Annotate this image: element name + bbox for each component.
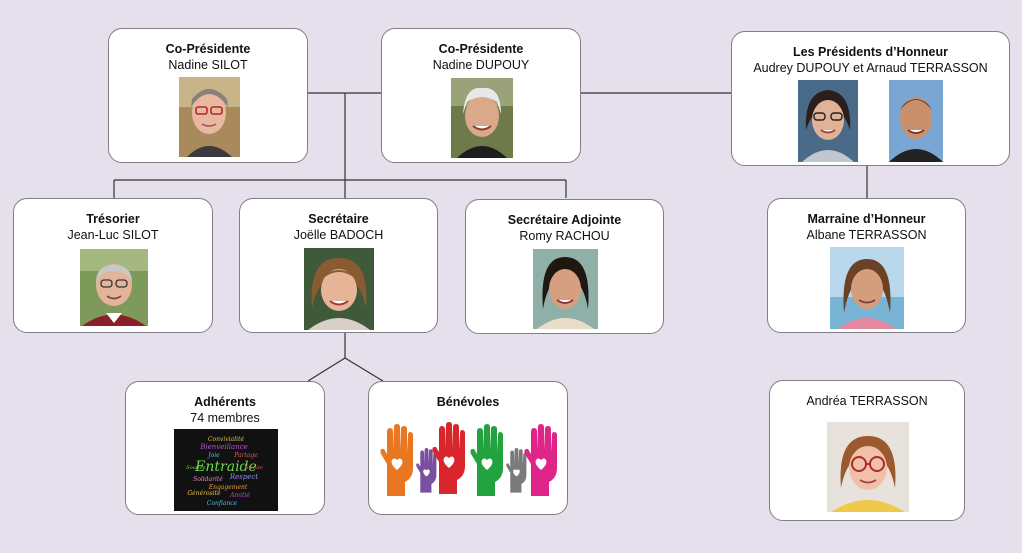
role-label: Adhérents <box>194 395 256 409</box>
word-cloud-word: Amitié <box>229 492 250 499</box>
connector-line <box>307 357 346 382</box>
portrait-photo <box>80 249 148 326</box>
portrait-photo <box>889 80 943 162</box>
raised-hands-illustration <box>379 420 559 496</box>
person-name: Andréa TERRASSON <box>806 394 928 408</box>
word-cloud-word: Confiance <box>207 500 238 507</box>
word-cloud-word: Solidarité <box>193 476 223 483</box>
role-label: Co-Présidente <box>438 42 524 56</box>
raised-hand-icon <box>416 448 437 493</box>
card-tresorier: Trésorier Jean-Luc SILOT <box>13 198 213 333</box>
word-cloud-word: Entraide <box>194 459 257 475</box>
card-presidents-honneur: Les Présidents d’Honneur Audrey DUPOUY e… <box>731 31 1010 166</box>
role-label: Secrétaire Adjointe <box>507 213 622 227</box>
portrait-photo <box>533 249 598 329</box>
raised-hand-icon <box>470 424 503 496</box>
word-cloud-word: Écoute <box>244 463 263 471</box>
person-name: Jean-Luc SILOT <box>67 228 159 242</box>
person-name: Albane TERRASSON <box>806 228 927 242</box>
word-cloud-word: Partage <box>233 452 258 459</box>
card-benevoles: Bénévoles <box>368 381 568 515</box>
card-secretaire: Secrétaire Joëlle BADOCH <box>239 198 438 333</box>
role-label: Trésorier <box>86 212 140 226</box>
connector-line <box>344 357 384 382</box>
word-cloud-word: Soutien <box>186 465 205 471</box>
card-secretaire-adjointe: Secrétaire Adjointe Romy RACHOU <box>465 199 664 334</box>
person-name: Audrey DUPOUY et Arnaud TERRASSON <box>753 61 988 75</box>
portrait-photo <box>304 248 374 330</box>
portrait-photo <box>827 422 909 512</box>
portrait-photo <box>830 247 904 329</box>
word-cloud-word: Engagement <box>208 484 248 491</box>
word-cloud-word: Joie <box>206 452 220 459</box>
card-andrea-terrasson: Andréa TERRASSON <box>769 380 965 521</box>
role-label: Marraine d’Honneur <box>807 212 926 226</box>
card-co-presidente-dupouy: Co-Présidente Nadine DUPOUY <box>381 28 581 163</box>
role-label: Secrétaire <box>308 212 369 226</box>
portrait-photo <box>798 80 858 162</box>
raised-hand-icon <box>432 422 465 494</box>
role-label: Bénévoles <box>436 395 500 409</box>
raised-hand-icon <box>524 424 557 496</box>
role-label: Co-Présidente <box>165 42 251 56</box>
portrait-photo <box>451 78 513 158</box>
raised-hand-icon <box>380 424 413 496</box>
word-cloud-word: Respect <box>229 473 259 481</box>
person-name: Joëlle BADOCH <box>293 228 384 242</box>
word-cloud-word: Générosité <box>187 490 221 497</box>
role-label: Les Présidents d’Honneur <box>793 45 948 59</box>
card-marraine-honneur: Marraine d’Honneur Albane TERRASSON <box>767 198 966 333</box>
word-cloud-word: Bienveillance <box>199 443 248 451</box>
person-name: Romy RACHOU <box>519 229 610 243</box>
raised-hand-icon <box>506 448 527 493</box>
person-name: Nadine SILOT <box>168 58 248 72</box>
member-count: 74 membres <box>190 411 260 425</box>
word-cloud-word: Convivialité <box>208 436 245 443</box>
person-name: Nadine DUPOUY <box>432 58 530 72</box>
card-co-presidente-silot: Co-Présidente Nadine SILOT <box>108 28 308 163</box>
portrait-photo <box>179 77 240 157</box>
